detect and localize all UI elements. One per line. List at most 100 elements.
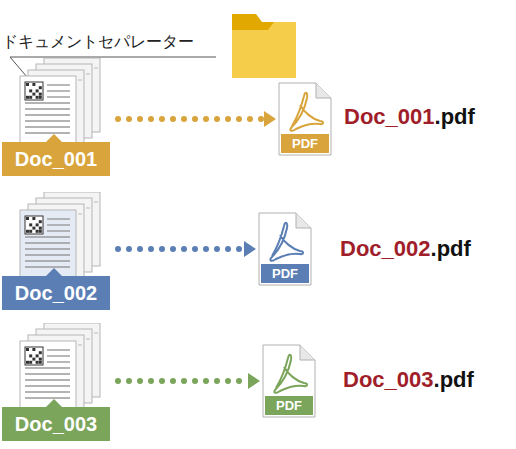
separator-caption: ドキュメントセパレーター [2,28,194,56]
document-page [20,341,76,415]
pdf-file-box: PDF [278,82,332,156]
qr-cell [36,230,39,233]
qr-cell [32,217,35,220]
qr-cell [32,227,35,230]
file-name: .pdf [435,103,475,131]
text-line [25,102,70,103]
dotted-line [118,116,262,122]
pdf-badge-text: PDF [278,135,332,152]
qr-cell [29,96,32,99]
pdf-page [263,345,315,417]
qr-cell [29,354,32,357]
dotted-line [118,378,246,384]
acrobat-symbol [274,355,307,393]
dotted-line [118,246,242,252]
document-page [20,210,76,284]
folder-back [232,14,296,78]
qr-cell [39,227,42,230]
text-line [25,260,70,261]
page-edge [94,333,98,334]
document-name: Doc_003 [15,413,97,436]
qr-cell [39,358,42,361]
qr-cell [36,96,39,99]
qr-cell [26,96,29,99]
qr-code [25,216,43,234]
qr-cell [39,351,42,354]
document-name: Doc_002 [15,282,97,305]
acrobat-symbol [290,93,323,131]
qr-cell [29,223,32,226]
text-line [25,108,70,109]
document-tag: Doc_003 [2,407,110,441]
dotted-arrow [118,373,260,389]
text-line [47,90,70,91]
page-fold [316,83,331,98]
page-edge [94,68,98,69]
page-fold [300,345,315,360]
text-line [25,254,70,255]
qr-cell [39,96,42,99]
text-line [25,397,70,398]
text-line [25,236,70,237]
text-line [25,126,70,127]
text-line [47,230,70,231]
page-edge [94,202,98,203]
dotted-arrow [118,241,256,257]
arrow-head [248,373,260,389]
page-edge [86,339,90,340]
page-edge [78,345,82,346]
qr-code [25,347,43,365]
qr-cell [39,93,42,96]
qr-cell [32,83,35,86]
pdf-file-box: PDF [262,344,316,418]
pdf-file-box: PDF [258,212,312,286]
page-fold [296,213,311,228]
qr-cell [32,93,35,96]
qr-cell [32,348,35,351]
text-line [25,367,70,368]
qr-cell [26,348,29,351]
qr-cell [26,230,29,233]
text-line [25,120,70,121]
qr-cell [39,220,42,223]
text-line [47,355,70,356]
qr-cell [36,89,39,92]
arrow-head [264,111,276,127]
qr-cell [36,223,39,226]
text-line [25,373,70,374]
text-line [47,349,70,350]
qr-cell [32,358,35,361]
qr-cell [29,230,32,233]
text-line [47,224,70,225]
qr-code [25,82,43,100]
qr-cell [39,86,42,89]
document-tag: Doc_001 [2,142,110,176]
qr-cell [26,83,29,86]
qr-cell [26,361,29,364]
qr-cell [29,361,32,364]
document-stack-box: Doc_001 [0,58,112,182]
page-edge [78,214,82,215]
qr-cell [26,217,29,220]
document-page [20,76,76,150]
document-name: Doc_001 [15,148,97,171]
file-name: .pdf [434,366,474,394]
text-line [25,132,70,133]
tag-pointer [46,268,62,276]
folder-icon [232,14,296,78]
acrobat-symbol [270,223,303,261]
file-name: Doc_003 [343,366,434,394]
text-line [25,114,70,115]
arrow-head [244,241,256,257]
text-line [25,391,70,392]
pdf-badge-text: PDF [258,265,312,282]
page-edge [86,208,90,209]
pdf-page [259,213,311,285]
document-stack-box: Doc_002 [0,192,112,316]
pdf-badge-text: PDF [262,397,316,414]
document-tag: Doc_002 [2,276,110,310]
pdf-page [279,83,331,155]
document-stack-box: Doc_003 [0,323,112,447]
text-line [47,84,70,85]
text-line [47,96,70,97]
